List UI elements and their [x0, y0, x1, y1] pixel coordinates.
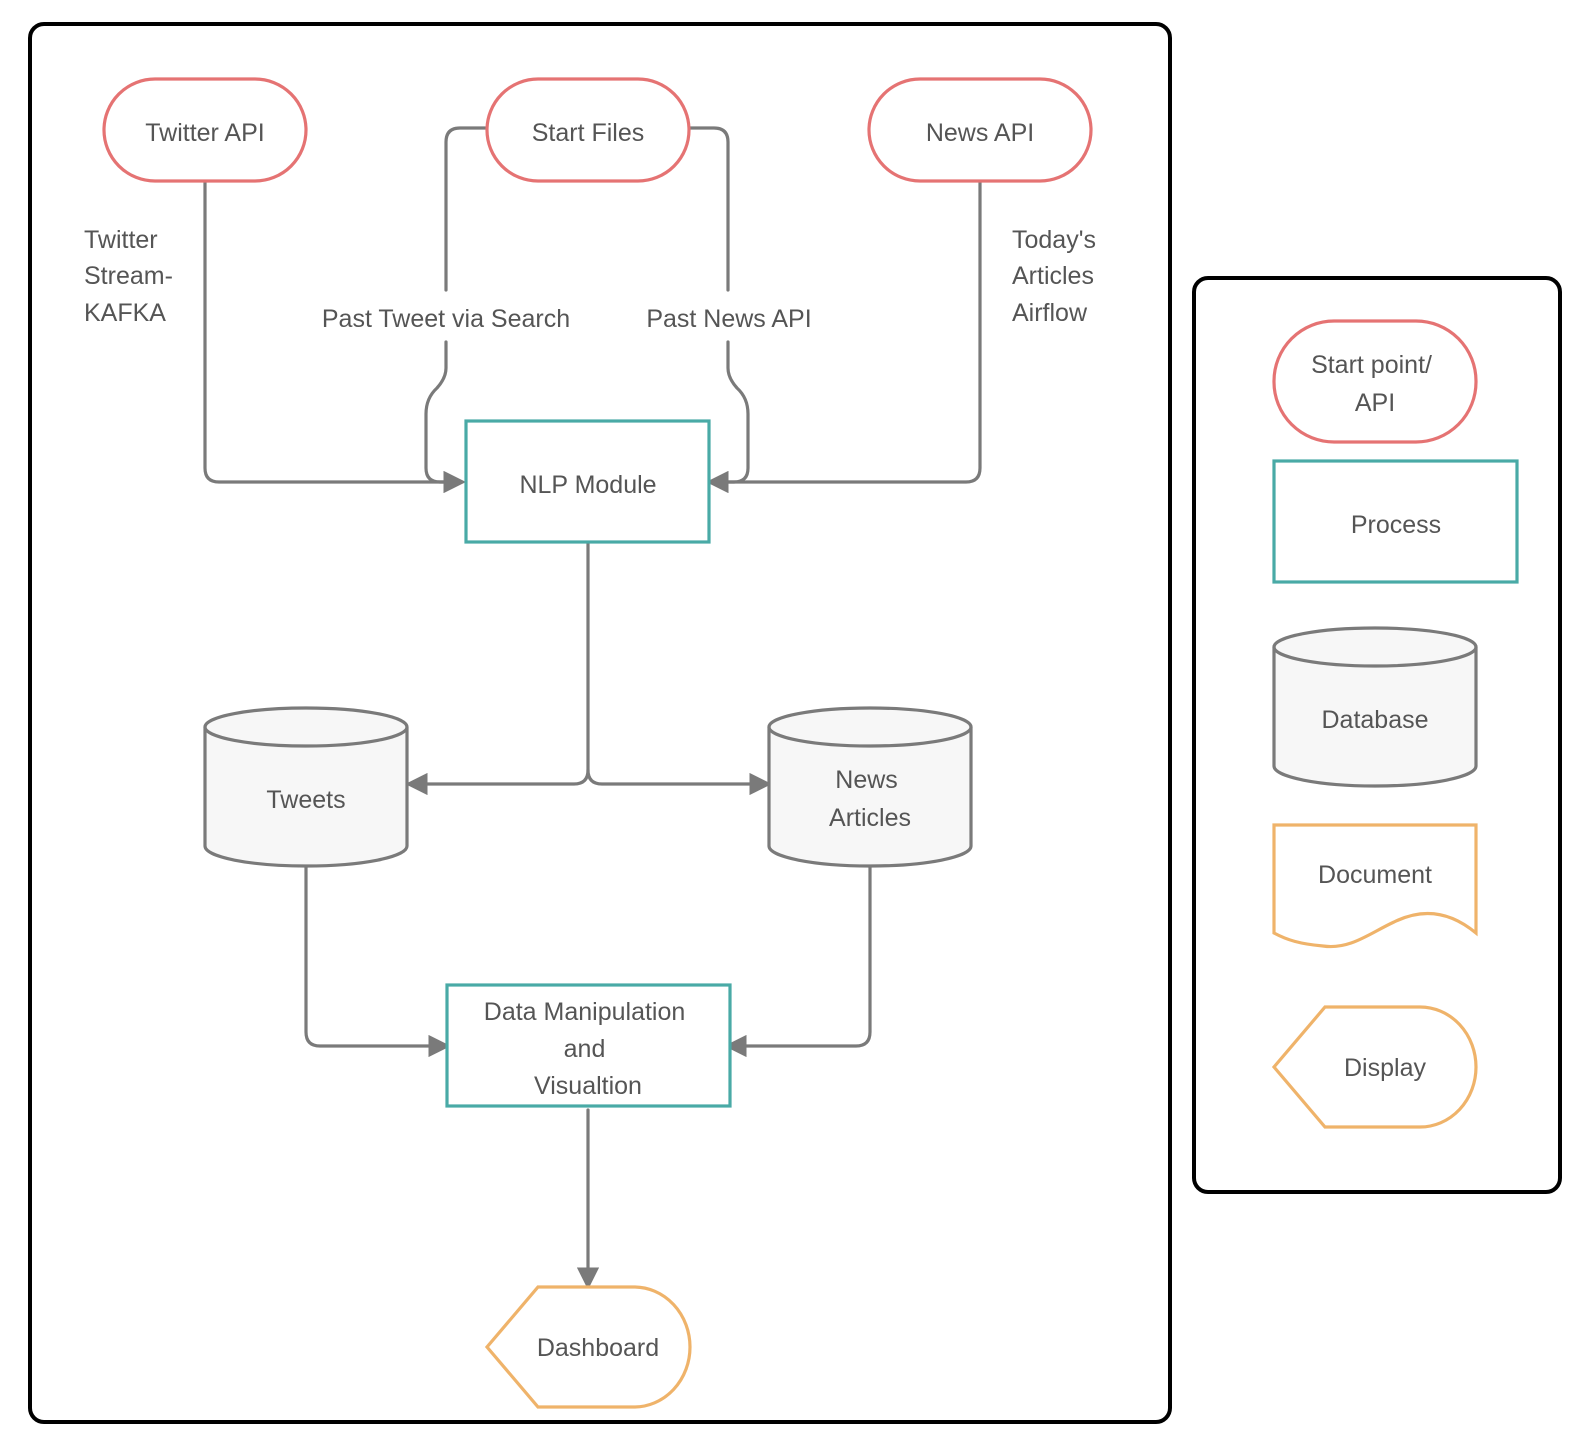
dashboard-shape — [484, 1285, 692, 1409]
label-twitter-stream: Twitter Stream- KAFKA — [84, 226, 180, 327]
edge-newsapi-to-nlp — [706, 178, 982, 494]
label-twitter-stream-line: KAFKA — [84, 299, 166, 327]
legend-process: Process — [1272, 459, 1519, 584]
twitter-api-shape — [102, 77, 308, 183]
legend-database: Database — [1272, 626, 1478, 788]
label-todays-articles-line: Airflow — [1012, 299, 1088, 327]
legend-start-point-shape — [1272, 319, 1478, 444]
node-tweets-db[interactable]: Tweets — [203, 706, 409, 868]
node-data-manipulation[interactable]: Data Manipulation and Visualtion — [445, 983, 732, 1108]
news-articles-db-top — [767, 706, 973, 748]
edge-startfiles-past-news — [686, 126, 750, 482]
nlp-module-label: NLP Module — [519, 471, 656, 499]
legend-display: Display — [1271, 1005, 1478, 1129]
start-files-label: Start Files — [532, 119, 645, 147]
legend-database-body — [1272, 647, 1478, 788]
legend-document-label: Document — [1318, 861, 1432, 889]
dashboard-label: Dashboard — [537, 1334, 659, 1362]
node-news-articles-db[interactable]: News Articles — [767, 706, 973, 868]
edge-startfiles-past-tweet — [424, 126, 487, 482]
legend-display-shape — [1271, 1005, 1478, 1129]
label-twitter-stream-line: Stream- — [84, 262, 173, 290]
edge-nlp-to-news-articles — [586, 768, 772, 796]
node-dashboard[interactable]: Dashboard — [484, 1285, 692, 1409]
label-past-news: Past News API — [646, 305, 811, 333]
data-manipulation-shape — [445, 983, 732, 1108]
data-manipulation-label: Data Manipulation and Visualtion — [484, 998, 692, 1100]
label-past-tweet: Past Tweet via Search — [322, 305, 570, 333]
news-api-label: News API — [926, 119, 1034, 147]
legend-database-top — [1272, 626, 1478, 668]
legend-display-label: Display — [1344, 1054, 1426, 1082]
edge-tweets-to-datamanip — [304, 864, 451, 1058]
data-manipulation-label-line: Data Manipulation — [484, 998, 686, 1026]
data-manipulation-label-line: and — [564, 1035, 606, 1063]
main-diagram-frame — [28, 22, 1172, 1424]
news-articles-label-line: Articles — [829, 804, 911, 832]
news-articles-db-label: News Articles — [829, 766, 911, 832]
node-twitter-api[interactable]: Twitter API — [102, 77, 308, 183]
legend-process-shape — [1272, 459, 1519, 584]
connectors — [203, 126, 982, 1290]
nlp-module-shape — [464, 419, 711, 544]
node-nlp-module[interactable]: NLP Module — [464, 419, 711, 544]
legend-database-label: Database — [1321, 706, 1428, 734]
edge-newsarticles-to-datamanip — [724, 864, 872, 1058]
legend-start-point-label: Start point/ API — [1311, 351, 1439, 417]
node-news-api[interactable]: News API — [867, 77, 1093, 183]
legend-process-label: Process — [1351, 511, 1441, 539]
start-files-shape — [485, 77, 691, 183]
legend-start-point-label-line: Start point/ — [1311, 351, 1432, 379]
label-todays-articles: Today's Articles Airflow — [1012, 226, 1103, 327]
node-start-files[interactable]: Start Files — [485, 77, 691, 183]
label-todays-articles-line: Articles — [1012, 262, 1094, 290]
tweets-db-top — [203, 706, 409, 748]
label-twitter-stream-line: Twitter — [84, 226, 158, 254]
news-articles-db-body — [767, 727, 973, 868]
tweets-db-body — [203, 727, 409, 868]
legend-document: Document — [1272, 823, 1478, 949]
data-manipulation-label-line: Visualtion — [534, 1072, 642, 1100]
news-api-shape — [867, 77, 1093, 183]
legend-document-shape — [1272, 823, 1478, 949]
edge-twitter-to-nlp — [203, 178, 466, 494]
twitter-api-label: Twitter API — [145, 119, 264, 147]
news-articles-label-line: News — [835, 766, 898, 794]
legend-start-point: Start point/ API — [1272, 319, 1478, 444]
legend: Start point/ API Process Database Docume… — [1271, 319, 1519, 1129]
legend-start-point-label-line: API — [1355, 389, 1395, 417]
label-todays-articles-line: Today's — [1012, 226, 1096, 254]
tweets-db-label: Tweets — [266, 786, 345, 814]
